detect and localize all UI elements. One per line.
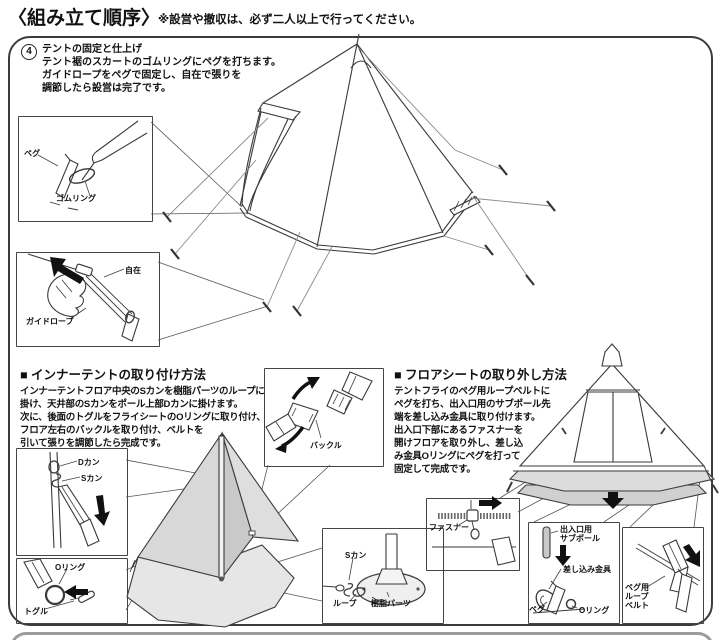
label-o-ring: Oリング (55, 563, 86, 572)
inner-tent-line: 次に、後面のトグルをフライシートのOリングに取り付け、 (20, 412, 266, 423)
label-buckle: バックル (310, 441, 342, 450)
page-title: 〈組み立て順序〉 (8, 8, 161, 29)
floor-sheet-tent-illustration (506, 343, 719, 506)
inner-tent-section-text: インナーテントフロア中央のSカンを樹脂パーツのループに 掛け、天井部のSカンをポ… (20, 385, 266, 450)
callout-box-jizai-guide-rope (16, 252, 160, 347)
arrow-right (479, 496, 502, 510)
main-tent-illustration (239, 33, 481, 255)
label-toggle: トグル (24, 607, 48, 616)
label-rubber-ring: ゴムリング (56, 194, 96, 203)
arrow-head-up-right (307, 377, 320, 389)
arrow-left (64, 585, 88, 599)
floor-sheet-line: ペグを打ち、出入口用のサブポール先 (394, 399, 551, 410)
callout-box-peg-rubber-ring (18, 116, 153, 222)
arrow-up-left (50, 257, 84, 284)
peg-loop-belt-drawing (635, 539, 701, 613)
label-o-ring-2: Oリング (579, 606, 610, 615)
arrow-down-right (683, 544, 700, 567)
label-peg-belt-line3: ベルト (625, 601, 649, 610)
label-fastener: ファスナー (429, 523, 469, 532)
floor-sheet-line: み金具Oリングにペグを打って (394, 451, 521, 462)
label-loop: ループ (333, 599, 357, 608)
step-4-line: テント裾のスカートのゴムリングにペグを打ちます。 (42, 57, 281, 68)
step-4-line: ガイドロープをペグで固定し、自在で張りを (42, 70, 242, 81)
floor-sheet-line: 固定して完成です。 (394, 464, 476, 475)
floor-sheet-line: 端を差し込み金具に取り付けます。 (394, 412, 541, 423)
inner-tent-line: インナーテントフロア中央のSカンを樹脂パーツのループに (20, 386, 265, 397)
label-peg-belt-line1: ペグ用 (625, 583, 649, 592)
arrow-down (94, 495, 110, 526)
buckle-drawing (265, 371, 373, 442)
oring-toggle-drawing (23, 558, 95, 606)
resin-part-drawing (321, 533, 426, 606)
callout-box-buckle (264, 368, 384, 467)
step-4-title: テントの固定と仕上げ (42, 44, 142, 55)
label-peg-2: ペグ (529, 605, 545, 614)
label-insert-fitting: 差し込み金具 (563, 565, 611, 574)
label-jizai: 自在 (125, 266, 141, 275)
header-note: ※設営や撤収は、必ず二人以上で行ってください。 (158, 14, 422, 26)
callout-box-oring-toggle (16, 558, 128, 624)
label-peg: ペグ (24, 149, 40, 158)
callout-box-dkan-skan (16, 448, 128, 556)
jizai-guide-rope-drawing (27, 253, 140, 342)
fastener-drawing (432, 500, 516, 566)
dkan-skan-drawing (48, 451, 100, 549)
guy-ropes (166, 45, 552, 312)
floor-sheet-line: 出入口下部にあるファスナーを (394, 425, 523, 436)
label-resin-parts: 樹脂パーツ (371, 599, 411, 608)
callout-box-fastener (426, 498, 520, 571)
label-leader-lines (37, 154, 666, 610)
sub-pole-fitting-drawing (532, 526, 585, 615)
floor-sheet-section-text: テントフライのペグ用ループベルトに ペグを打ち、出入口用のサブポール先 端を差し… (394, 385, 551, 476)
direction-arrows (50, 257, 700, 599)
callout-box-peg-loop-belt (622, 527, 704, 624)
step-4-line: 調節したら設営は完了です。 (42, 83, 171, 94)
callout-box-sub-pole (528, 522, 620, 624)
inner-tent-line: フロア左右のバックルを取り付け、ベルトを (20, 425, 204, 436)
step-4-text: テントの固定と仕上げ テント裾のスカートのゴムリングにペグを打ちます。 ガイドロ… (42, 43, 302, 95)
tent-pegs (162, 164, 556, 317)
inner-tent-section-title: ■ インナーテントの取り付け方法 (20, 368, 207, 382)
arrow-down (602, 492, 624, 509)
peg-rubber-ring-drawing (49, 120, 148, 211)
label-guide-rope: ガイドロープ (26, 317, 74, 326)
label-sub-pole-line1: 出入口用 (560, 525, 592, 534)
inner-tent-line: 引いて張りを調節したら完成です。 (20, 438, 166, 449)
arrow-down (555, 545, 571, 566)
label-s-kan: Sカン (81, 474, 103, 483)
floor-sheet-line: テントフライのペグ用ループベルトに (394, 386, 550, 397)
floor-sheet-line: 開けフロアを取り外し、差し込 (394, 438, 523, 449)
curved-arrow-shafts (281, 379, 314, 448)
label-sub-pole-line2: サブポール (560, 534, 600, 543)
label-s-kan-2: Sカン (345, 551, 367, 560)
label-peg-belt-line2: ループ (625, 592, 649, 601)
step-number-badge: 4 (21, 44, 37, 60)
inner-tent-illustration (126, 431, 300, 628)
label-d-kan: Dカン (78, 458, 100, 467)
inner-tent-line: 掛け、天井部のSカンをポール上部Dカンに掛けます。 (20, 399, 243, 410)
callout-box-resin-part (322, 528, 444, 624)
floor-sheet-section-title: ■ フロアシートの取り外し方法 (394, 368, 568, 382)
